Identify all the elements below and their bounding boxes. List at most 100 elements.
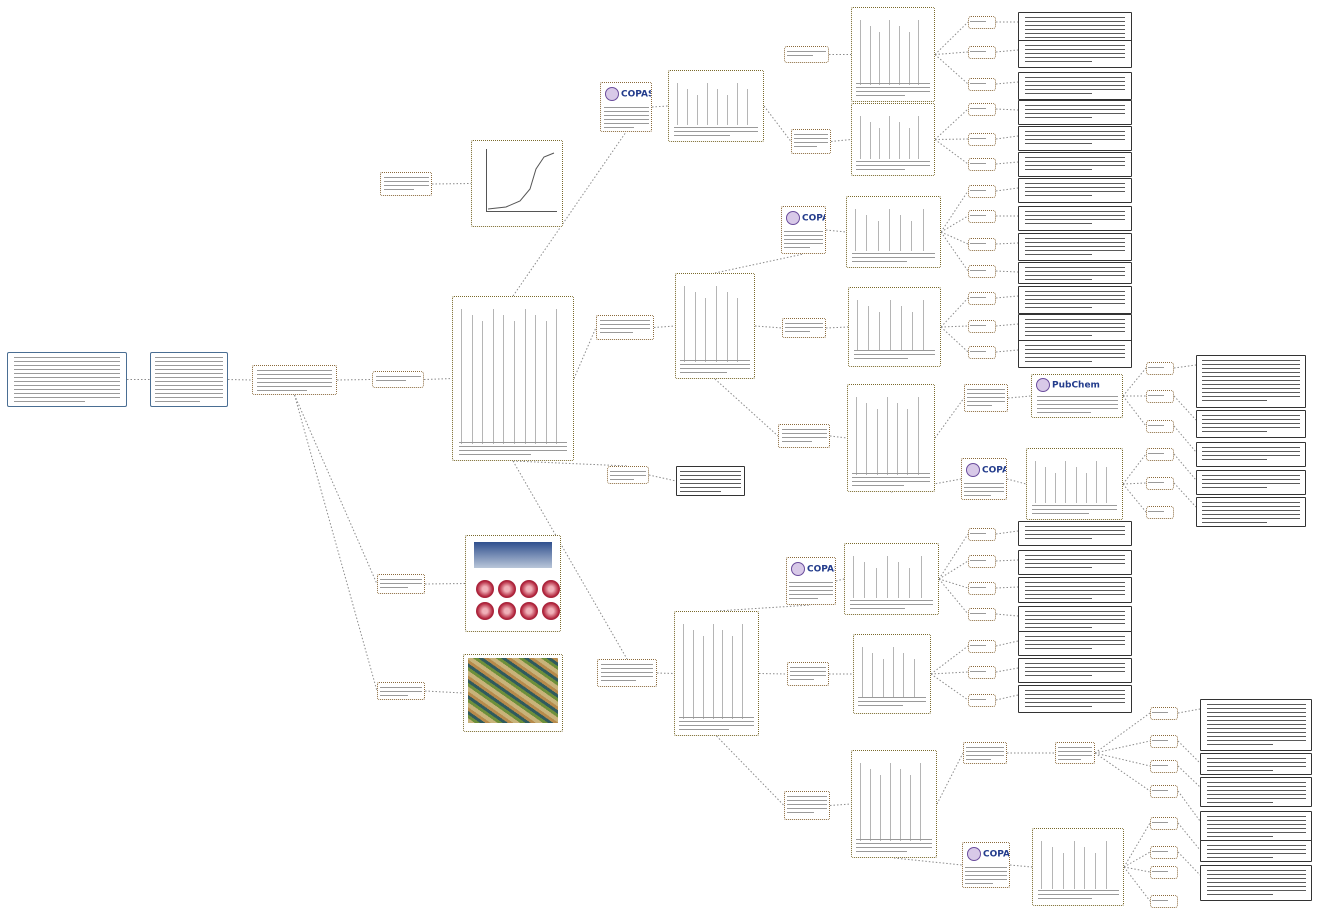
tag-r3-2[interactable]: [968, 555, 996, 568]
label-node-mid-2[interactable]: [782, 318, 826, 338]
detail-r3-3[interactable]: [1018, 577, 1132, 603]
list-node-2[interactable]: [851, 750, 937, 858]
label-node-mid-4[interactable]: [787, 662, 829, 686]
tag-r4-6[interactable]: [1150, 846, 1178, 859]
detail-r1-11[interactable]: [1018, 286, 1132, 314]
detail-r4-5[interactable]: [1200, 840, 1312, 862]
detail-r3-5[interactable]: [1018, 631, 1132, 656]
detail-node-center[interactable]: [676, 466, 745, 496]
tag-r2-4[interactable]: [1146, 448, 1174, 461]
molecule-image-node[interactable]: [853, 634, 931, 714]
tag-r1-12[interactable]: [968, 320, 996, 333]
pubchem-node[interactable]: PubChem: [1031, 374, 1123, 418]
detail-r4-3[interactable]: [1200, 777, 1312, 807]
tag-r3-4[interactable]: [968, 608, 996, 621]
tag-r3-6[interactable]: [968, 666, 996, 679]
copasi-node-1[interactable]: COPASI: [600, 82, 652, 132]
detail-r4-4[interactable]: [1200, 811, 1312, 841]
root-node[interactable]: [7, 352, 127, 407]
micrograph-image-node[interactable]: [463, 654, 563, 732]
tag-r2-6[interactable]: [1146, 506, 1174, 519]
plot-figure-node[interactable]: [471, 140, 563, 227]
branch-label-node-4[interactable]: [597, 659, 657, 687]
detail-r1-9[interactable]: [1018, 233, 1132, 261]
root-summary-node[interactable]: [150, 352, 228, 407]
tag-r1-8[interactable]: [968, 210, 996, 223]
detail-r1-7[interactable]: [1018, 178, 1132, 203]
detail-r4-2[interactable]: [1200, 753, 1312, 775]
hub-node[interactable]: [252, 365, 337, 395]
detail-r4-6[interactable]: [1200, 865, 1312, 901]
label-node-mid[interactable]: [791, 129, 831, 154]
detail-r3-2[interactable]: [1018, 550, 1132, 575]
tag-r1-4[interactable]: [968, 103, 996, 116]
protein-image-node[interactable]: [465, 535, 561, 632]
tag-r1-3[interactable]: [968, 78, 996, 91]
tag-r4-5[interactable]: [1150, 817, 1178, 830]
tag-r3-7[interactable]: [968, 694, 996, 707]
tag-r1-5[interactable]: [968, 133, 996, 146]
detail-r3-1[interactable]: [1018, 521, 1132, 546]
detail-r2-2[interactable]: [1196, 410, 1306, 438]
branch-label-node-3[interactable]: [607, 466, 649, 484]
detail-r1-10[interactable]: [1018, 262, 1132, 284]
label-node-3[interactable]: [778, 424, 830, 448]
detail-r2-4[interactable]: [1196, 470, 1306, 495]
tag-r4-4[interactable]: [1150, 785, 1178, 798]
copasi-node-4[interactable]: COPASI: [786, 557, 836, 605]
tag-r1-2[interactable]: [968, 46, 996, 59]
note-node-1[interactable]: [964, 384, 1008, 412]
tag-r2-1[interactable]: [1146, 362, 1174, 375]
tag-r3-1[interactable]: [968, 528, 996, 541]
table-node-6[interactable]: [1032, 828, 1124, 906]
tag-r3-3[interactable]: [968, 582, 996, 595]
tag-r1-1[interactable]: [968, 16, 996, 29]
tag-r4-1[interactable]: [1150, 707, 1178, 720]
detail-r3-6[interactable]: [1018, 658, 1132, 683]
table-node-5[interactable]: [844, 543, 939, 615]
copasi-node-2[interactable]: COPASI: [781, 206, 826, 254]
detail-r1-4[interactable]: [1018, 100, 1132, 125]
detail-r4-1[interactable]: [1200, 699, 1312, 751]
detail-r1-5[interactable]: [1018, 126, 1132, 151]
detail-r1-2[interactable]: [1018, 40, 1132, 68]
note-node-3[interactable]: [1055, 742, 1095, 764]
network-node-1[interactable]: [848, 287, 941, 367]
tag-r1-6[interactable]: [968, 158, 996, 171]
document-node-1[interactable]: [674, 611, 759, 736]
sparse-chart-node-1[interactable]: [851, 7, 935, 102]
tag-r3-5[interactable]: [968, 640, 996, 653]
tag-r2-5[interactable]: [1146, 477, 1174, 490]
detail-r3-4[interactable]: [1018, 606, 1132, 632]
tag-r4-3[interactable]: [1150, 760, 1178, 773]
detail-r1-12[interactable]: [1018, 314, 1132, 342]
tag-r1-9[interactable]: [968, 238, 996, 251]
hub-label-node[interactable]: [372, 371, 424, 388]
tag-r2-2[interactable]: [1146, 390, 1174, 403]
tag-r1-10[interactable]: [968, 265, 996, 278]
detail-r2-5[interactable]: [1196, 497, 1306, 527]
reaction-diagram-node[interactable]: [452, 296, 574, 461]
tag-r4-7[interactable]: [1150, 866, 1178, 879]
copasi-node-5[interactable]: COPASI: [962, 842, 1010, 888]
tag-r4-8[interactable]: [1150, 895, 1178, 908]
detail-r1-3[interactable]: [1018, 72, 1132, 100]
branch-label-node-2[interactable]: [596, 315, 654, 340]
plot-caption-node[interactable]: [380, 172, 432, 196]
list-node-1[interactable]: [847, 384, 935, 492]
detail-r3-7[interactable]: [1018, 685, 1132, 713]
note-node-2[interactable]: [963, 742, 1007, 764]
detail-r1-6[interactable]: [1018, 152, 1132, 177]
tag-r1-11[interactable]: [968, 292, 996, 305]
tag-r2-3[interactable]: [1146, 420, 1174, 433]
tag-r1-7[interactable]: [968, 185, 996, 198]
detail-r2-3[interactable]: [1196, 442, 1306, 467]
detail-r1-13[interactable]: [1018, 340, 1132, 368]
table-node-2[interactable]: [675, 273, 755, 379]
sparse-chart-node-2[interactable]: [851, 103, 935, 176]
copasi-node-3[interactable]: COPASI: [961, 458, 1007, 500]
image-caption-node-2[interactable]: [377, 682, 425, 700]
table-node-1[interactable]: [668, 70, 764, 142]
label-node-top[interactable]: [784, 46, 829, 63]
detail-r2-1[interactable]: [1196, 355, 1306, 408]
